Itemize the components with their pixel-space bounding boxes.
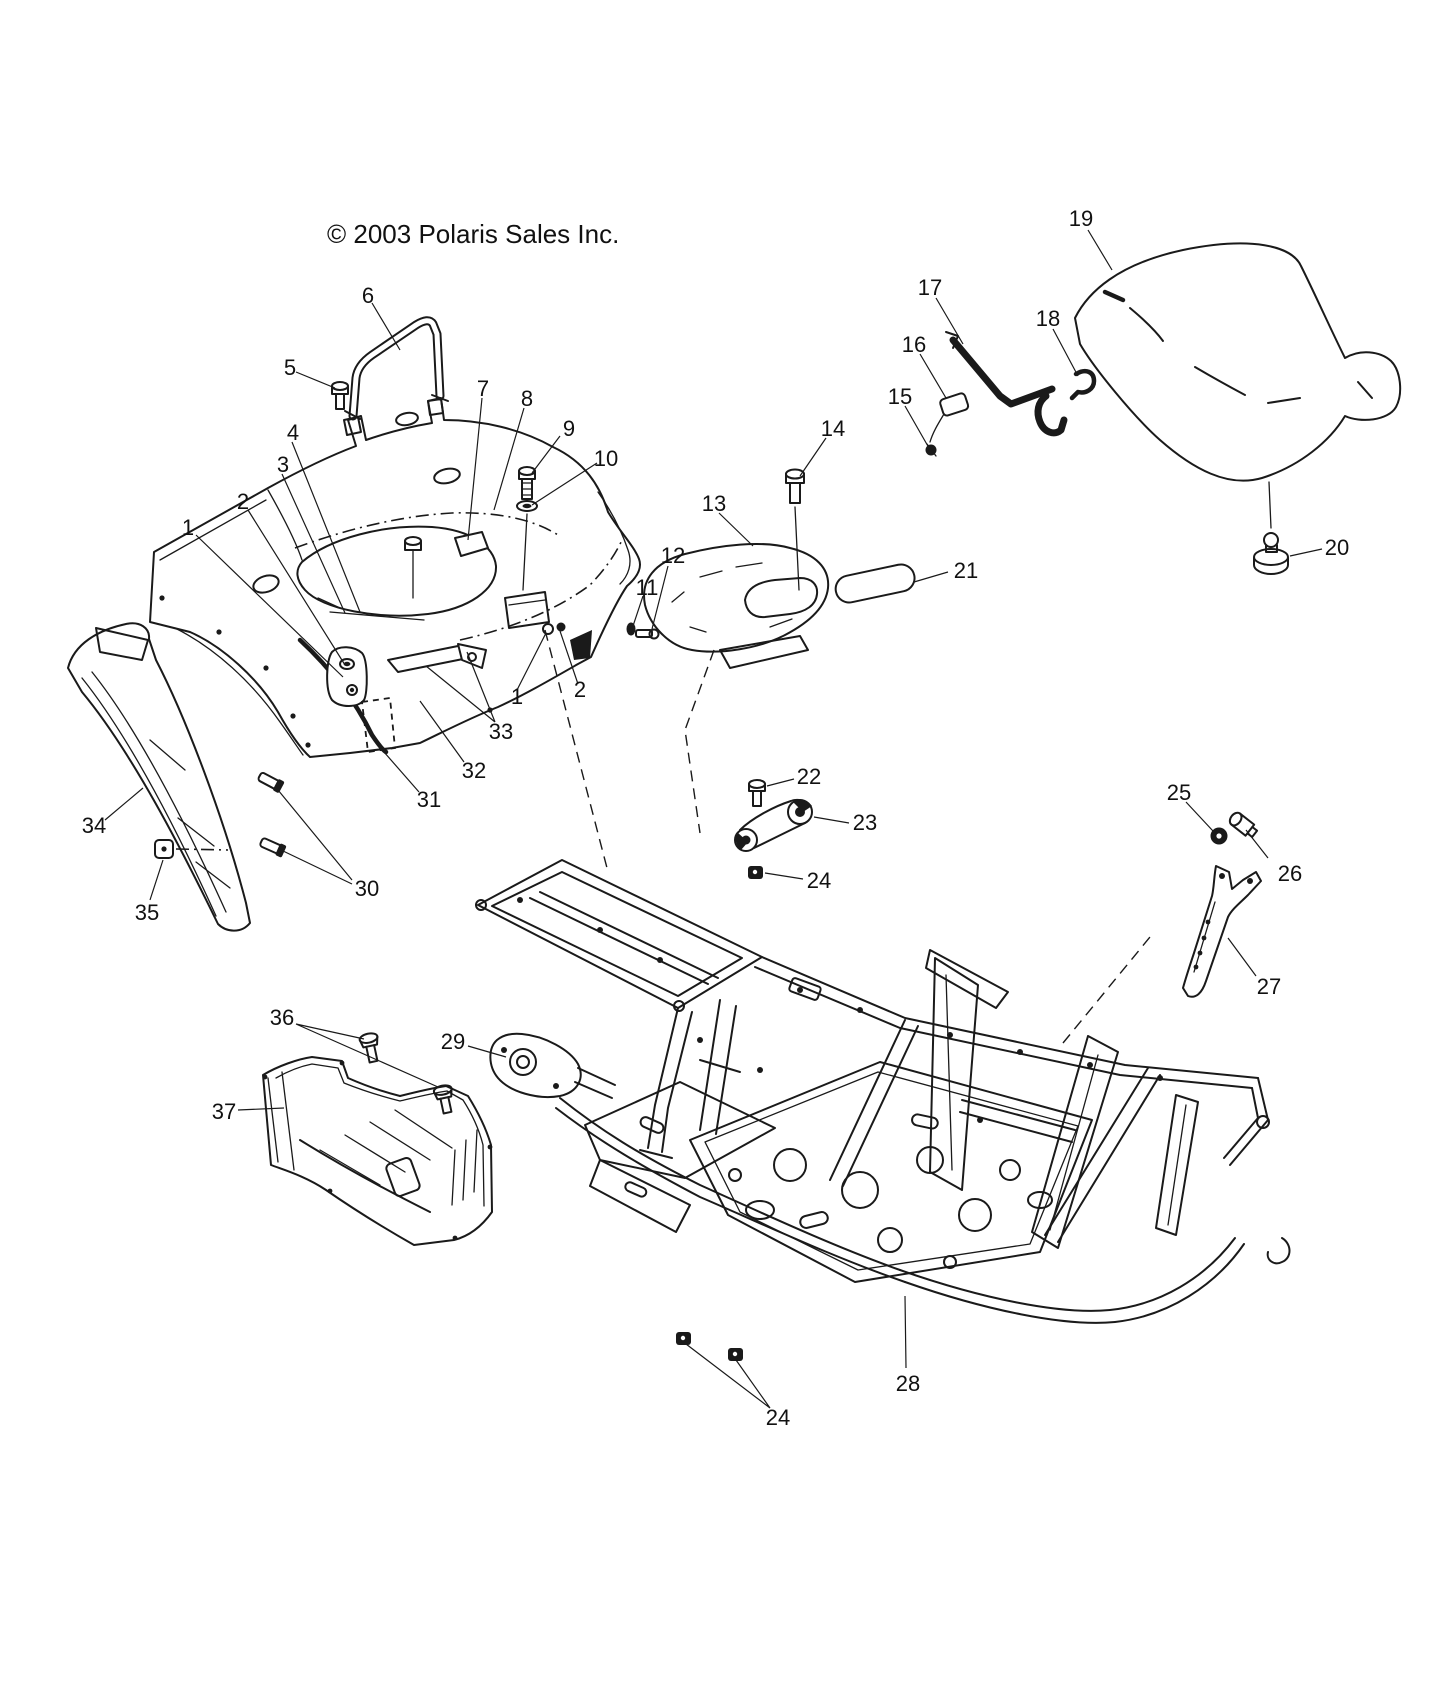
callout-23: 23 (853, 810, 877, 835)
callout-24b: 24 (766, 1405, 790, 1430)
callout-27: 27 (1257, 974, 1281, 999)
bracket-23 (734, 798, 813, 852)
callout-5: 5 (284, 355, 296, 380)
callout-19: 19 (1069, 206, 1093, 231)
callout-26: 26 (1278, 861, 1302, 886)
bolt-22 (748, 779, 766, 807)
callout-36: 36 (270, 1005, 294, 1030)
latch-hook-a (1034, 392, 1068, 437)
seat-bumper-20 (1253, 532, 1289, 575)
washer-11 (626, 622, 636, 636)
callout-2: 2 (237, 489, 249, 514)
decal-21 (834, 563, 916, 604)
callouts: 1 2 3 4 5 6 7 8 9 10 11 12 13 14 15 16 1… (82, 206, 1349, 1430)
callout-16: 16 (902, 332, 926, 357)
nut-24-upper (748, 866, 763, 879)
screws-30 (257, 772, 287, 858)
washer-1-right (542, 623, 554, 635)
callout-28: 28 (896, 1371, 920, 1396)
callout-24: 24 (807, 868, 831, 893)
screws-36 (358, 1032, 453, 1115)
callout-34: 34 (82, 813, 106, 838)
callout-10: 10 (594, 446, 618, 471)
bushing-plate (326, 646, 368, 707)
side-panel (67, 622, 251, 932)
callout-32: 32 (462, 758, 486, 783)
callout-6: 6 (362, 283, 374, 308)
callout-11: 11 (636, 575, 659, 600)
plate-7 (454, 531, 489, 557)
bolt-14 (785, 468, 805, 591)
callout-31: 31 (417, 787, 441, 812)
clip-35 (154, 839, 229, 859)
frame (475, 859, 1291, 1324)
copyright-text: © 2003 Polaris Sales Inc. (327, 219, 619, 249)
callout-1b: 1 (511, 684, 523, 709)
storage-lid (643, 542, 830, 669)
washer-2-right (556, 622, 566, 632)
rear-cab-assembly (149, 397, 641, 758)
rack-rail (344, 316, 449, 421)
callout-7: 7 (477, 376, 489, 401)
footwell (262, 1056, 493, 1246)
washer-10 (516, 500, 538, 512)
callout-29: 29 (441, 1029, 465, 1054)
callout-17: 17 (918, 275, 942, 300)
alignment-dashes (544, 629, 1151, 1044)
seat (1074, 242, 1402, 529)
leader-lines (104, 229, 1323, 1409)
callout-8: 8 (521, 386, 533, 411)
callout-18: 18 (1036, 306, 1060, 331)
callout-20: 20 (1325, 535, 1349, 560)
latch-hook-18 (1069, 368, 1097, 401)
callout-22: 22 (797, 764, 821, 789)
callout-21: 21 (954, 558, 978, 583)
callout-37: 37 (212, 1099, 236, 1124)
callout-2b: 2 (574, 677, 586, 702)
callout-35: 35 (135, 900, 159, 925)
callout-1: 1 (182, 515, 194, 540)
nuts-24-lower (676, 1332, 743, 1361)
callout-12: 12 (661, 543, 685, 568)
callout-30: 30 (355, 876, 379, 901)
callout-14: 14 (821, 416, 845, 441)
callout-9: 9 (563, 416, 575, 441)
bolt-26 (1228, 811, 1259, 839)
rear-brace-27 (1182, 865, 1262, 998)
callout-4: 4 (287, 420, 299, 445)
nut-25 (1210, 827, 1228, 845)
bracket-32 (361, 696, 396, 754)
callout-33: 33 (489, 719, 513, 744)
screw-12 (635, 628, 660, 640)
callout-13: 13 (702, 491, 726, 516)
callout-3: 3 (277, 452, 289, 477)
deck-bolt (404, 536, 422, 599)
latch-clip-16 (929, 392, 970, 443)
bolt-5 (331, 381, 349, 410)
latch-assembly (925, 331, 1097, 457)
callout-15: 15 (888, 384, 912, 409)
callout-25: 25 (1167, 780, 1191, 805)
bolt-9 (518, 466, 536, 591)
